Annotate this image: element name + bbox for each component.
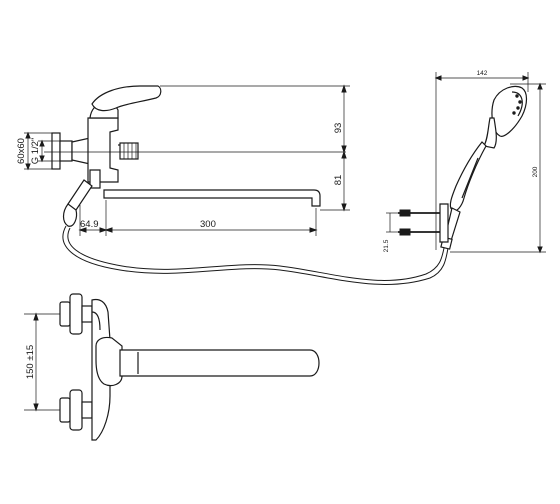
length-dimension: 64.9 300 <box>78 200 318 236</box>
spray-face <box>511 91 523 117</box>
arrow-c-top <box>33 312 39 321</box>
flange-dimension: 60x60 G 1/2" <box>16 131 60 171</box>
lower-eccentric <box>81 401 93 419</box>
shower-head <box>491 85 528 137</box>
arrow-mid-up <box>341 145 347 154</box>
diverter-ring <box>119 142 139 160</box>
spout <box>103 189 321 207</box>
faucet-side-view <box>44 85 346 227</box>
lower-collar <box>69 389 83 431</box>
dim-spout-height: 81 <box>333 175 344 186</box>
dim-spout-length: 300 <box>200 219 216 230</box>
arrow-thread-top <box>39 139 45 147</box>
plug-upper <box>399 209 411 217</box>
nozzle-4 <box>512 111 516 115</box>
arrow-c-bottom <box>33 403 39 412</box>
hose-outlet <box>89 169 101 189</box>
front-body-edge <box>91 311 101 331</box>
flange-collar <box>59 140 73 162</box>
arrow-thread-bottom <box>39 155 45 163</box>
dim-flange-size: 60x60 <box>16 138 27 164</box>
dim-handle-height: 93 <box>333 123 344 134</box>
dim-holder-spacing: 21.5 <box>383 239 390 252</box>
plug-lower <box>399 228 411 236</box>
handle-inlay <box>461 157 479 199</box>
shower-handle <box>449 141 487 212</box>
shower-hose <box>62 225 449 285</box>
nozzle-2 <box>518 100 522 104</box>
dim-shower-length-label: 200 <box>532 166 539 177</box>
dim-center-distance: 150 ±15 <box>25 345 36 379</box>
arrow-l-top <box>537 82 543 90</box>
arrow-l-bottom <box>537 246 543 254</box>
arrow-top <box>341 84 347 93</box>
holder-plate <box>439 203 449 243</box>
faucet-front-view: 150 ±15 <box>24 293 320 441</box>
arrow-right <box>309 227 318 233</box>
wall-bracket: 21.5 <box>383 203 449 252</box>
front-spout <box>119 349 320 377</box>
nozzle-3 <box>516 106 520 110</box>
arrow-left <box>78 227 87 233</box>
shower-dimensions: 142 200 <box>434 70 546 254</box>
upper-collar <box>69 293 83 335</box>
dim-wall-offset: 64.9 <box>80 219 99 230</box>
lower-flange <box>59 397 71 423</box>
upper-eccentric <box>81 305 93 323</box>
dim-thread-size: G 1/2" <box>30 138 41 165</box>
arrow-w-left <box>434 75 442 81</box>
arrow-flange-top <box>25 131 31 139</box>
arrow-body-right <box>104 227 113 233</box>
lever-handle <box>91 85 162 112</box>
dim-shower-width-label: 142 <box>477 70 488 77</box>
front-handle <box>95 336 123 387</box>
hand-shower <box>440 85 528 250</box>
nozzle-1 <box>515 94 519 98</box>
arrow-body-left <box>99 227 108 233</box>
hose-nut <box>62 203 78 227</box>
arrow-flange-bottom <box>25 163 31 171</box>
height-dimension: 93 81 <box>160 84 350 212</box>
wall-flange <box>51 132 61 170</box>
shower-hose-inner <box>67 227 445 281</box>
upper-flange <box>59 301 71 327</box>
arrow-bottom <box>341 203 347 212</box>
arrow-w-right <box>522 75 530 81</box>
shower-neck <box>483 117 497 149</box>
arrow-mid-down <box>341 150 347 159</box>
eccentric-fitting <box>71 137 91 165</box>
